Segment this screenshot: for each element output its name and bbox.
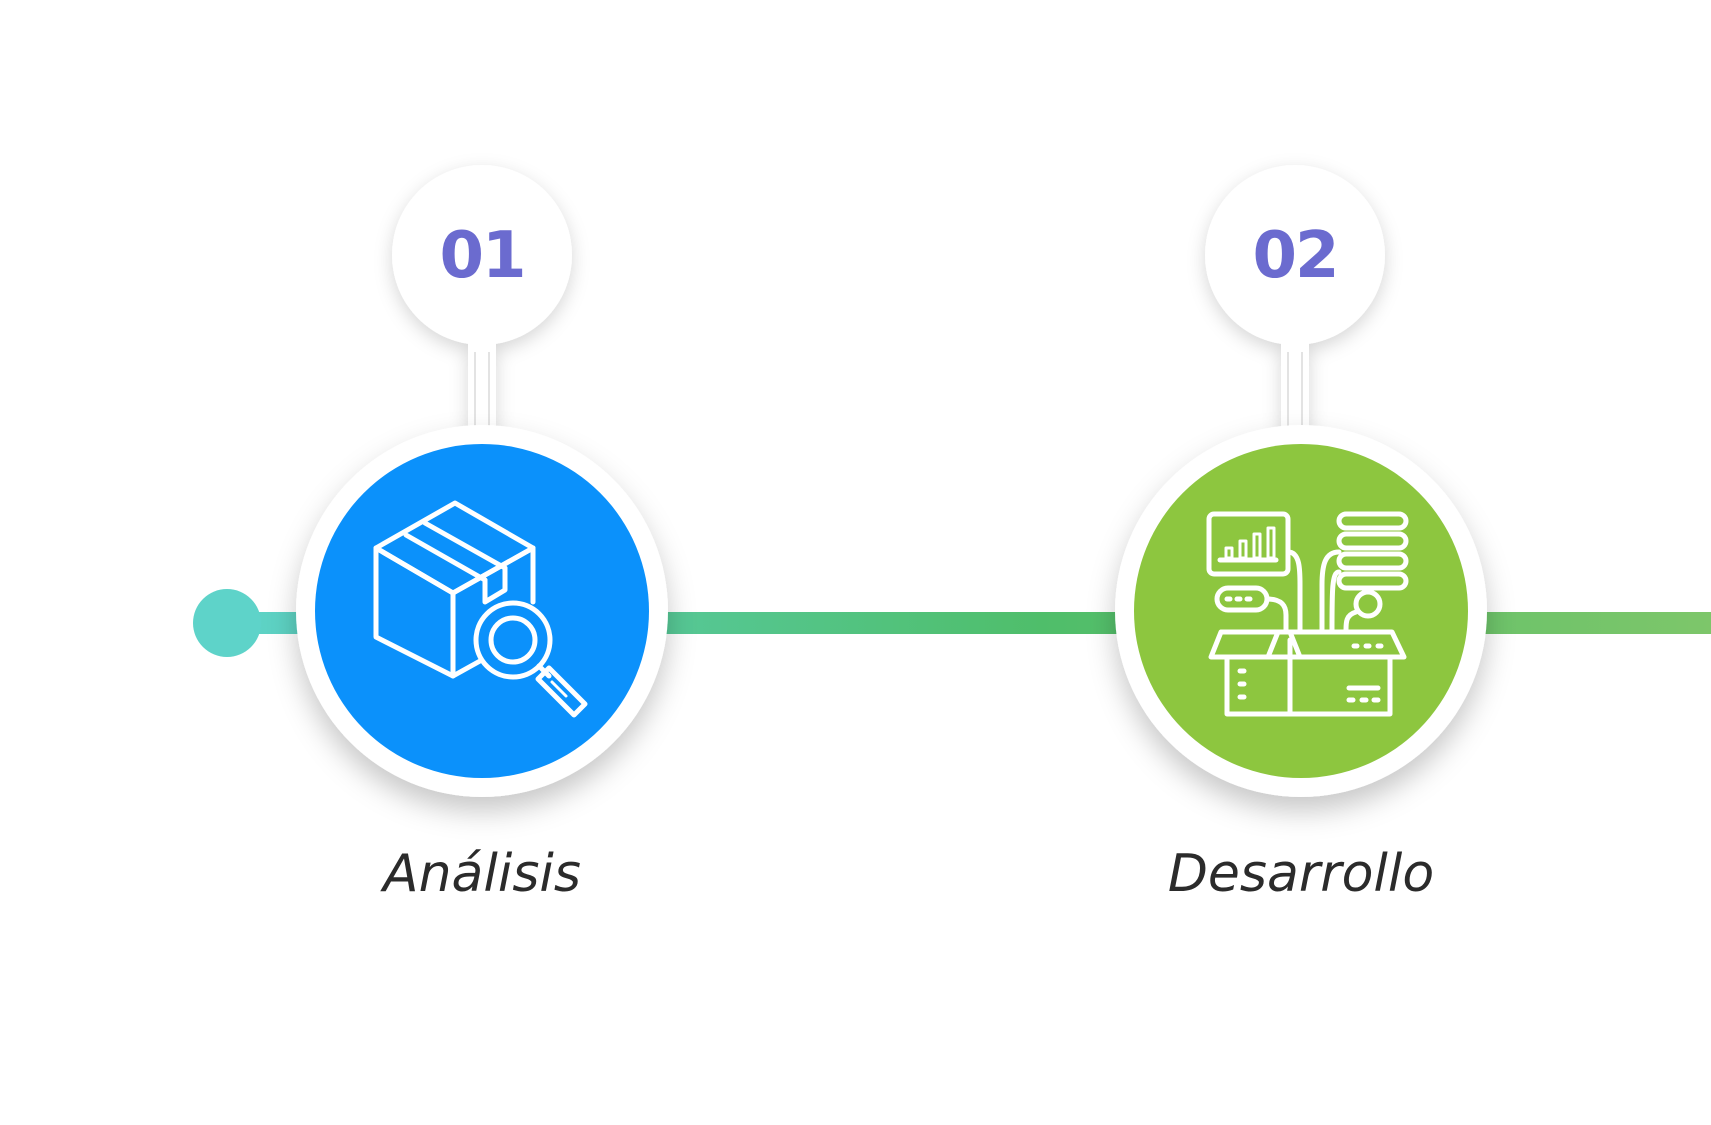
- timeline-start-dot: [193, 589, 261, 657]
- package-search-icon: [373, 500, 588, 718]
- step-01-pin: [392, 165, 572, 440]
- product-development-icon: [1206, 511, 1409, 717]
- step-02-label: Desarrollo: [1167, 844, 1435, 904]
- step-01-label: Análisis: [383, 844, 581, 904]
- step-02-pin: [1205, 165, 1385, 440]
- step-02-number: 02: [1252, 219, 1339, 293]
- step-01-number: 01: [439, 219, 526, 293]
- step-01-disc: [315, 444, 649, 778]
